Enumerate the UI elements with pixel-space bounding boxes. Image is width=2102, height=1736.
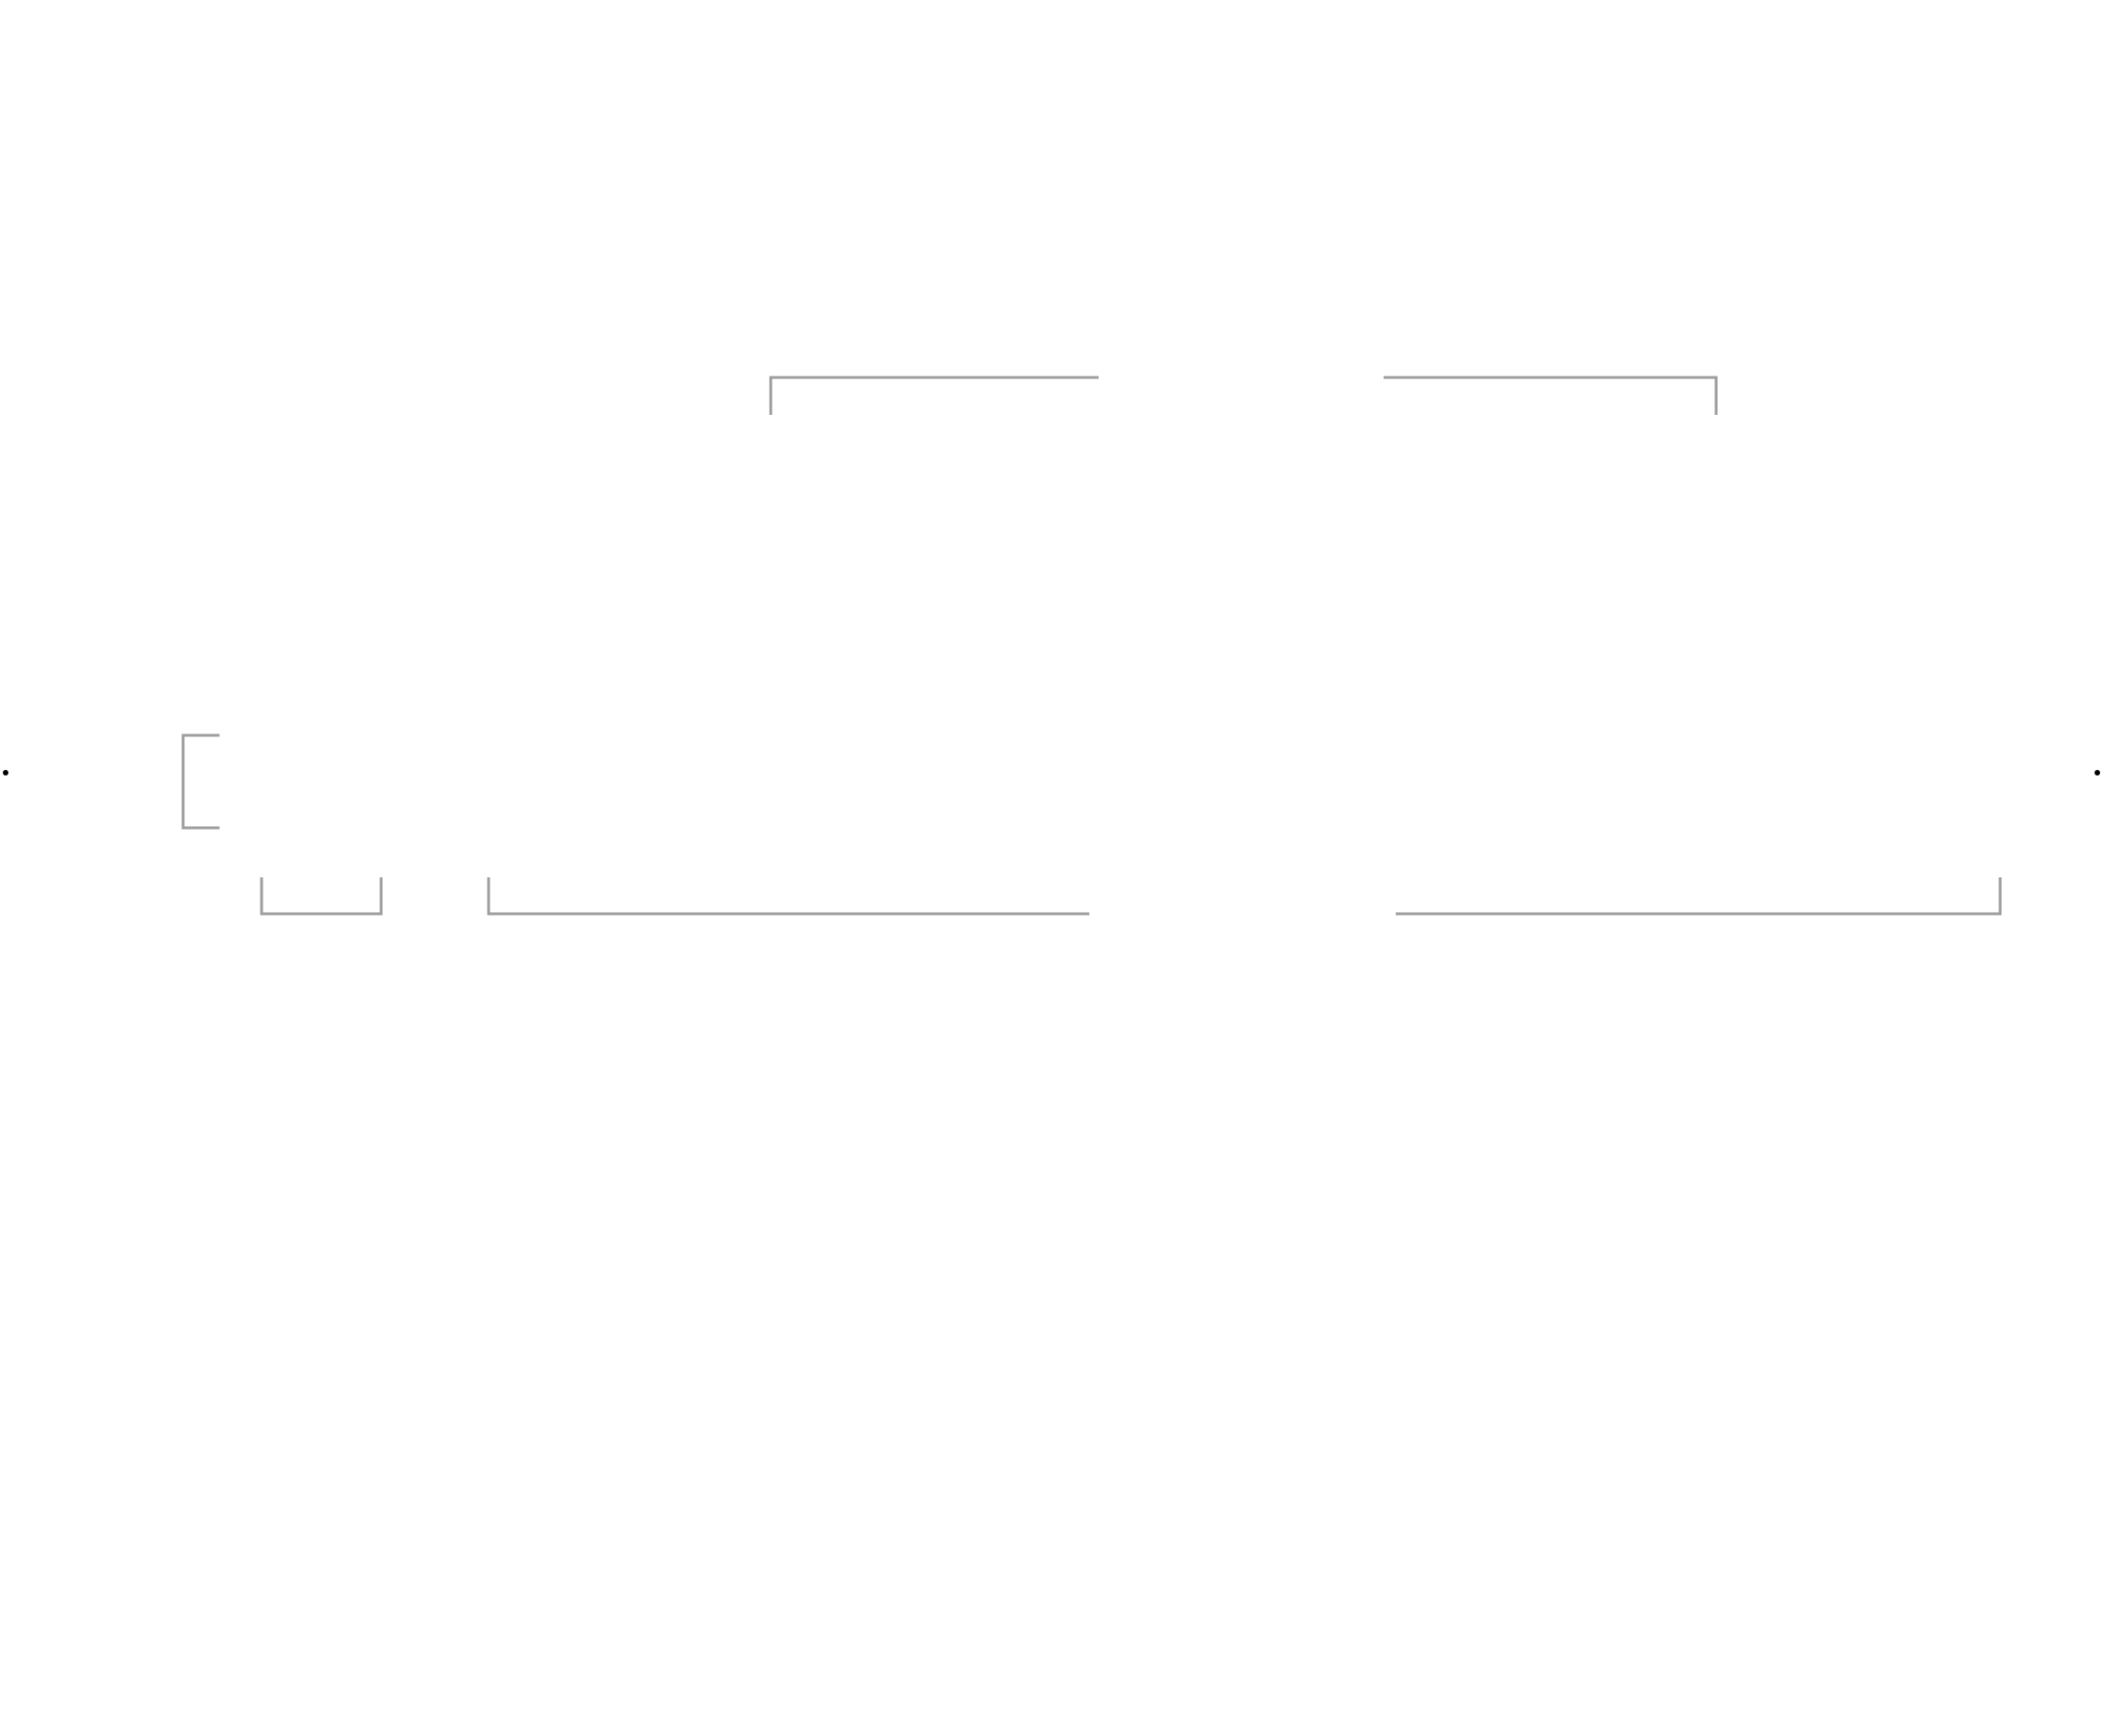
bottom-small-bracket — [260, 877, 383, 916]
bottom-right-bracket — [1396, 877, 2002, 916]
top-left-bracket — [769, 376, 1099, 415]
right-edge-dot-marker — [2095, 770, 2100, 776]
top-right-bracket — [1384, 376, 1718, 415]
markers-layer — [3, 770, 2100, 776]
bottom-middle-bracket — [487, 877, 1089, 916]
left-side-bracket — [181, 733, 220, 830]
left-edge-dot-marker — [3, 770, 8, 776]
brackets-layer — [181, 376, 2002, 916]
